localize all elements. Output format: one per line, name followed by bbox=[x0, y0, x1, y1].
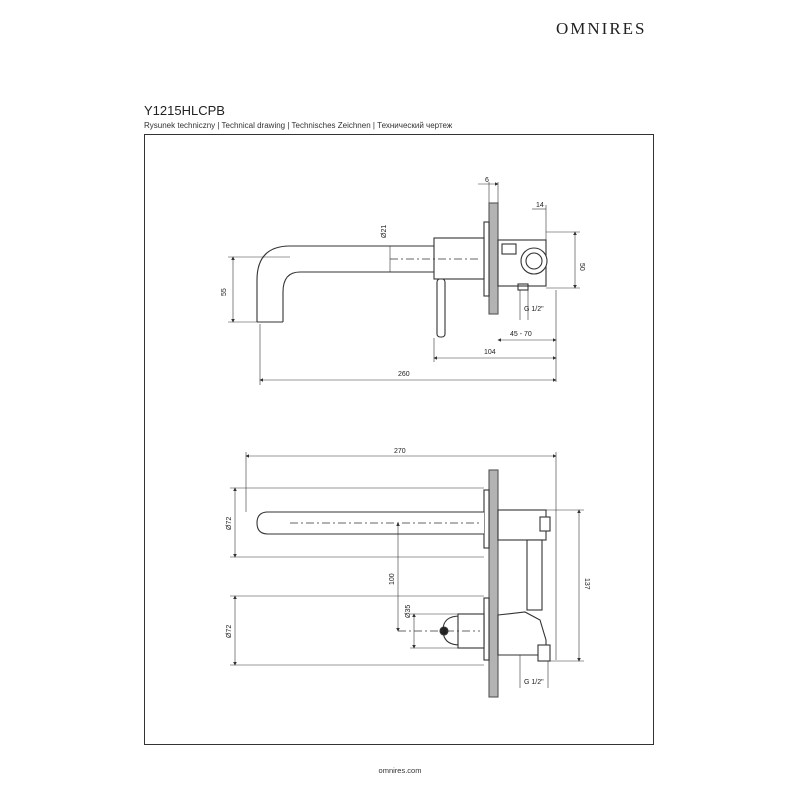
box-lug bbox=[501, 243, 517, 255]
dim-d21: Ø21 bbox=[381, 225, 388, 238]
wall-plate bbox=[488, 202, 499, 315]
lower-outlet bbox=[537, 644, 551, 662]
dim-thread-front: G 1/2" bbox=[524, 679, 544, 686]
top-view-dim-labels: 6 14 50 Ø21 55 G 1/2" 45 - 70 104 260 bbox=[221, 177, 585, 378]
dim-d35: Ø35 bbox=[405, 605, 412, 618]
lever-handle bbox=[436, 278, 446, 338]
top-view bbox=[256, 202, 548, 338]
escutcheon-top bbox=[483, 489, 490, 549]
spout-inner bbox=[282, 271, 436, 322]
dim-14: 14 bbox=[536, 202, 544, 209]
vertical-pipe bbox=[526, 539, 543, 611]
dim-d72-bottom: Ø72 bbox=[226, 625, 233, 638]
front-view-dimensions bbox=[230, 452, 584, 688]
lower-valve-body bbox=[497, 611, 547, 656]
front-view bbox=[256, 469, 551, 698]
dim-6: 6 bbox=[485, 177, 489, 184]
footer-url: omnires.com bbox=[378, 766, 422, 775]
dim-45-70: 45 - 70 bbox=[510, 331, 532, 338]
dim-104: 104 bbox=[484, 349, 496, 356]
escutcheon-bottom bbox=[483, 597, 490, 661]
dim-d72-top: Ø72 bbox=[226, 517, 233, 530]
front-view-dim-labels: 270 Ø72 Ø72 100 Ø35 137 G 1/2" bbox=[226, 448, 590, 686]
dim-50: 50 bbox=[578, 263, 585, 271]
product-code: Y1215HLCPB bbox=[144, 103, 225, 118]
spout-outer bbox=[256, 245, 436, 322]
dim-137: 137 bbox=[583, 578, 590, 590]
dim-100: 100 bbox=[389, 573, 396, 585]
dim-thread-top: G 1/2" bbox=[524, 306, 544, 313]
upper-fitting bbox=[497, 509, 547, 541]
dim-270: 270 bbox=[394, 448, 406, 455]
wall-plate-front bbox=[488, 469, 499, 698]
connection-hole bbox=[525, 252, 543, 270]
mixer-body bbox=[433, 237, 485, 280]
brand-logo: OMNIRES bbox=[556, 19, 647, 38]
top-view-dimensions bbox=[228, 182, 580, 385]
drawing-frame bbox=[144, 134, 654, 745]
upper-outlet bbox=[539, 516, 551, 532]
escutcheon bbox=[483, 221, 490, 297]
dim-260: 260 bbox=[398, 371, 410, 378]
drawing-subtitle: Rysunek techniczny | Technical drawing |… bbox=[144, 121, 453, 130]
dim-55: 55 bbox=[221, 288, 228, 296]
thread-stub bbox=[517, 283, 529, 291]
mixer-body-front bbox=[457, 613, 485, 649]
